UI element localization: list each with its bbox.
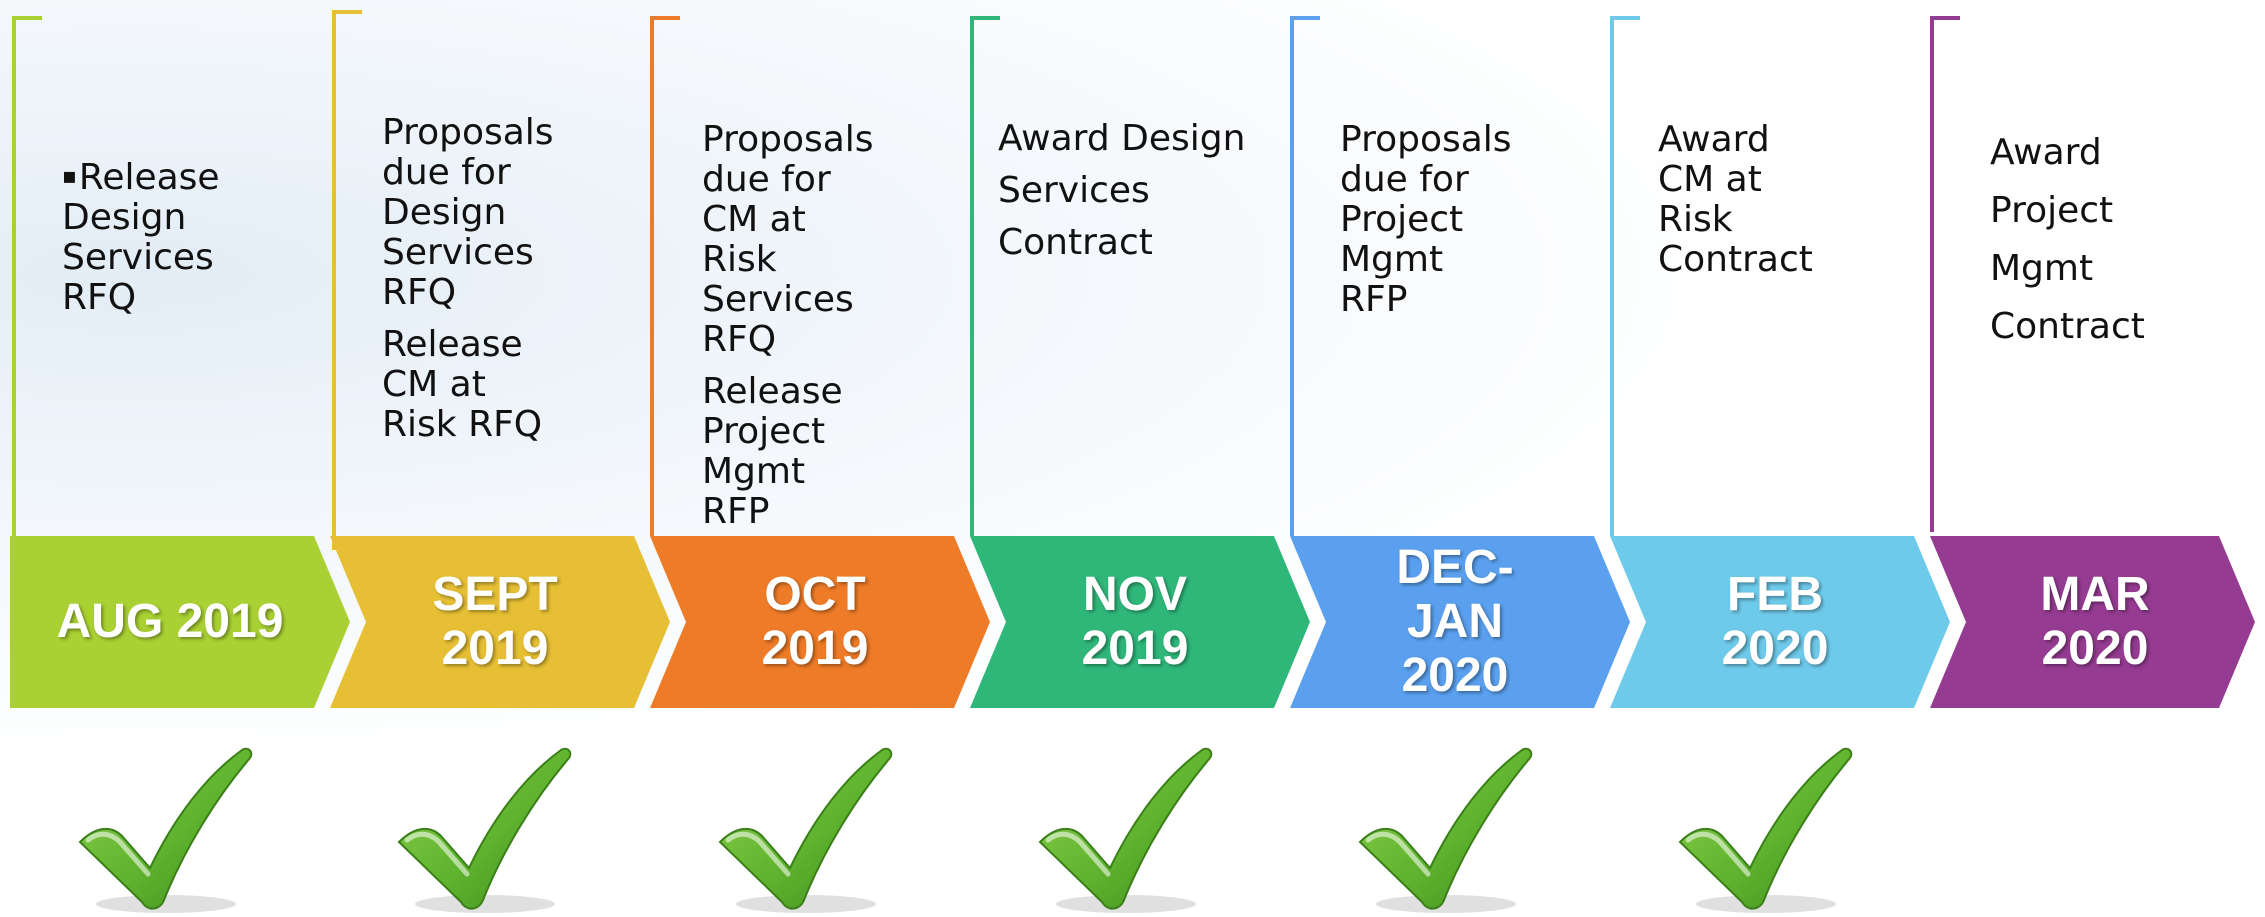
timeline-arrow-aug — [10, 536, 350, 708]
bracket-mar — [1930, 16, 1960, 532]
task-line: Risk — [1658, 199, 1733, 240]
period-label-line: JAN — [1406, 595, 1503, 648]
bracket-aug — [12, 16, 42, 536]
task-line: Mgmt — [1990, 248, 2094, 289]
timeline-arrow-sept — [330, 536, 670, 708]
bracket-sept — [332, 10, 362, 550]
task-line: CM at — [1658, 159, 1762, 200]
task-line: due for — [382, 152, 511, 193]
task-line: Contract — [1658, 239, 1813, 280]
period-label-line: 2020 — [1401, 649, 1509, 702]
task-line: RFQ — [62, 277, 137, 318]
task-line: Services — [382, 232, 534, 273]
period-label-line: OCT — [764, 568, 866, 621]
task-line: Award — [1990, 132, 2102, 173]
task-line: Design — [382, 192, 507, 233]
timeline-arrow-oct — [650, 536, 990, 708]
green-checkmark-icon — [66, 732, 258, 917]
task-line: Project — [702, 411, 826, 452]
task-line: Contract — [998, 222, 1153, 263]
task-line: Release — [702, 371, 843, 412]
green-checkmark-icon — [1026, 732, 1218, 917]
task-line: Design — [62, 197, 187, 238]
task-line: Award Design — [998, 118, 1246, 159]
task-line: Proposals — [1340, 119, 1512, 160]
period-label-line: 2020 — [1721, 622, 1829, 675]
bracket-oct — [650, 16, 680, 536]
task-line: RFP — [702, 491, 770, 532]
bullet-icon: ▪ — [62, 164, 77, 189]
task-line: Risk RFQ — [382, 404, 543, 445]
task-line: CM at — [702, 199, 806, 240]
period-label-line: 2019 — [1081, 622, 1189, 675]
task-line: due for — [1340, 159, 1469, 200]
green-checkmark-icon — [1666, 732, 1858, 917]
timeline-arrow-nov — [970, 536, 1310, 708]
task-line: Mgmt — [702, 451, 806, 492]
task-line: Risk — [702, 239, 777, 280]
task-line: RFQ — [382, 272, 457, 313]
task-line: Project — [1990, 190, 2114, 231]
task-line: Project — [1340, 199, 1464, 240]
period-label-line: DEC- — [1396, 541, 1514, 594]
timeline-arrow-feb — [1610, 536, 1950, 708]
period-label-line: 2019 — [441, 622, 549, 675]
period-label-line: AUG 2019 — [56, 595, 284, 648]
period-label-line: FEB — [1727, 568, 1823, 621]
task-line: Release — [78, 157, 220, 198]
green-checkmark-icon — [706, 732, 898, 917]
task-line: RFQ — [702, 319, 777, 360]
task-line: Award — [1658, 119, 1770, 160]
bracket-nov — [970, 16, 1000, 536]
task-line: due for — [702, 159, 831, 200]
period-label-line: NOV — [1082, 568, 1187, 621]
task-line: Proposals — [382, 112, 554, 153]
task-line: Services — [702, 279, 854, 320]
task-line: Mgmt — [1340, 239, 1444, 280]
task-line: Contract — [1990, 306, 2145, 347]
task-line: Services — [998, 170, 1150, 211]
bracket-decjan — [1290, 16, 1320, 536]
bracket-feb — [1610, 16, 1640, 536]
period-label-aug: AUG 2019 — [20, 536, 320, 708]
timeline-arrow-decjan — [1290, 536, 1630, 708]
task-line: CM at — [382, 364, 486, 405]
task-line: Proposals — [702, 119, 874, 160]
task-line: Services — [62, 237, 214, 278]
period-label-line: 2019 — [761, 622, 869, 675]
green-checkmark-icon — [1346, 732, 1538, 917]
green-checkmark-icon — [385, 732, 577, 917]
task-line: Release — [382, 324, 523, 365]
period-label-line: 2020 — [2041, 622, 2149, 675]
period-label-line: MAR — [2040, 568, 2150, 621]
task-line: RFP — [1340, 279, 1408, 320]
timeline-arrow-mar — [1930, 536, 2255, 708]
period-label-line: SEPT — [432, 568, 558, 621]
